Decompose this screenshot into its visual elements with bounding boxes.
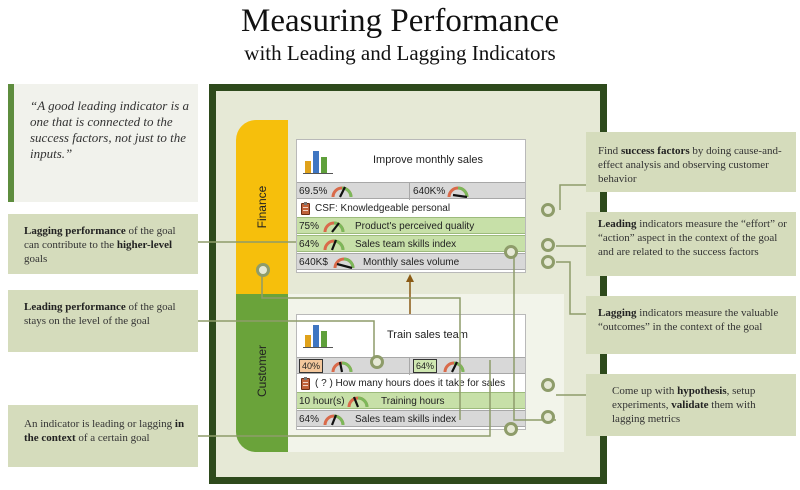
- kpi-value: 640K%: [413, 186, 446, 197]
- gauge-icon: [331, 186, 353, 198]
- indicator-row[interactable]: 10 hour(s) Training hours: [297, 392, 525, 409]
- note-text: Find: [598, 145, 621, 157]
- clipboard-icon: [301, 377, 310, 390]
- indicator-label: Monthly sales volume: [363, 257, 460, 268]
- note-bold: validate: [671, 399, 709, 411]
- note-lagging-indicators: Lagging indicators measure the valuable …: [586, 296, 796, 354]
- quote-callout: “A good leading indicator is a one that …: [8, 84, 198, 202]
- goal-title: Improve monthly sales: [373, 154, 484, 166]
- csf-row: CSF: Knowledgeable personal: [297, 200, 525, 217]
- indicator-value: 10 hour(s): [299, 396, 345, 407]
- note-bold: higher-level: [116, 239, 173, 251]
- gauge-icon: [347, 396, 369, 408]
- indicator-label: Sales team skills index: [355, 239, 457, 250]
- quote-text: “A good leading indicator is a one that …: [30, 98, 190, 161]
- note-text: , setup experiments,: [612, 385, 756, 411]
- connector-ring-icon: [541, 255, 555, 269]
- note-leading-indicators: Leading indicators measure the “effort” …: [586, 212, 796, 276]
- question-row: ( ? ) How many hours does it take for sa…: [297, 375, 525, 392]
- clipboard-icon: [301, 202, 310, 215]
- goal-card-finance[interactable]: Improve monthly sales 69.5% 640K% CSF: K…: [296, 139, 526, 273]
- gauge-icon: [331, 361, 353, 373]
- bar-chart-icon: [303, 323, 333, 348]
- note-text: of a certain goal: [75, 432, 150, 444]
- indicator-row[interactable]: 64% Sales team skills index: [297, 410, 525, 427]
- note-bold: hypothesis: [677, 385, 727, 397]
- connector-ring-icon: [504, 245, 518, 259]
- note-text: of the goal can contribute to the: [24, 225, 176, 251]
- note-text: An indicator is leading or lagging: [24, 418, 175, 430]
- note-text: indicators measure the “effort” or “acti…: [598, 218, 787, 258]
- csf-text: CSF: Knowledgeable personal: [315, 203, 451, 214]
- gauge-icon: [323, 221, 345, 233]
- note-success-factors: Find success factors by doing cause-and-…: [586, 132, 796, 192]
- note-bold: Leading performance: [24, 301, 126, 313]
- indicator-label: Training hours: [381, 396, 445, 407]
- note-text: of the goal stays on the level of the go…: [24, 301, 176, 327]
- kpi-value: 64%: [413, 359, 438, 373]
- gauge-icon: [333, 257, 355, 269]
- note-text: by doing cause-and-effect analysis and o…: [598, 145, 782, 185]
- indicator-value: 64%: [299, 414, 320, 425]
- connector-ring-icon: [541, 203, 555, 217]
- indicator-value: 640K$: [299, 257, 328, 268]
- note-lagging-performance: Lagging performance of the goal can cont…: [8, 214, 198, 274]
- note-text: them with lagging metrics: [612, 399, 756, 425]
- note-bold: Lagging: [598, 307, 637, 319]
- note-leading-performance: Leading performance of the goal stays on…: [8, 290, 198, 352]
- goal-card-customer[interactable]: Train sales team 40% 64% ( ? ) How many …: [296, 314, 526, 430]
- indicator-value: 75%: [299, 221, 320, 232]
- indicator-row[interactable]: 640K$ Monthly sales volume: [297, 253, 525, 270]
- kpi-value: 69.5%: [299, 186, 328, 197]
- connector-ring-icon: [370, 355, 384, 369]
- note-text: goals: [24, 253, 48, 265]
- note-context: An indicator is leading or lagging in th…: [8, 405, 198, 467]
- connector-ring-icon: [541, 410, 555, 424]
- indicator-value: 64%: [299, 239, 320, 250]
- note-bold: Leading: [598, 218, 637, 230]
- note-bold: Lagging performance: [24, 225, 126, 237]
- diagram-subtitle: with Leading and Lagging Indicators: [244, 41, 556, 65]
- kpi-row: 69.5% 640K%: [297, 182, 525, 200]
- note-text: indicators measure the valuable “outcome…: [598, 307, 779, 333]
- goal-title: Train sales team: [387, 329, 468, 341]
- connector-ring-icon: [256, 263, 270, 277]
- connector-ring-icon: [541, 378, 555, 392]
- kpi-value: 40%: [299, 359, 324, 373]
- diagram-title: Measuring Performance: [241, 3, 559, 39]
- indicator-row[interactable]: 64% Sales team skills index: [297, 235, 525, 252]
- gauge-icon: [323, 239, 345, 251]
- indicator-row[interactable]: 75% Product's perceived quality: [297, 217, 525, 234]
- indicator-label: Sales team skills index: [355, 414, 457, 425]
- note-bold: in the context: [24, 418, 185, 444]
- bar-chart-icon: [303, 149, 333, 174]
- connector-ring-icon: [541, 238, 555, 252]
- question-text: ( ? ) How many hours does it take for sa…: [315, 378, 506, 389]
- kpi-row: 40% 64%: [297, 357, 525, 375]
- note-bold: success factors: [620, 145, 690, 157]
- note-text: Come up with: [612, 385, 678, 397]
- note-hypothesis: Come up with hypothesis, setup experimen…: [586, 374, 796, 436]
- gauge-icon: [447, 186, 469, 198]
- gauge-icon: [323, 414, 345, 426]
- indicator-label: Product's perceived quality: [355, 221, 475, 232]
- connector-ring-icon: [504, 422, 518, 436]
